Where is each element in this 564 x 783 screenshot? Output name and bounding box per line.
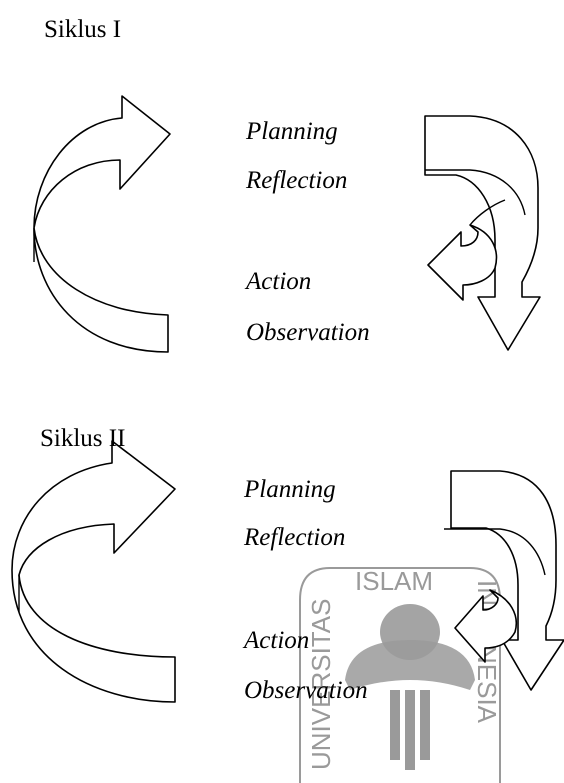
watermark-logo: ISLAM UNIVERSITAS INDONESIA	[299, 566, 502, 783]
cycle1-reflection-label: Reflection	[246, 167, 348, 194]
watermark-top-text: ISLAM	[355, 566, 433, 596]
cycle1-planning-label: Planning	[246, 118, 338, 145]
cycle1-title: Siklus I	[44, 16, 122, 43]
watermark-left-text: UNIVERSITAS	[306, 599, 336, 770]
cycle1-cycle-arrows	[424, 115, 541, 351]
cycle2-curved-arrow	[11, 440, 176, 703]
cycle2-reflection-label: Reflection	[244, 524, 346, 551]
cycle2-cycle-arrows	[444, 470, 564, 691]
cycle2-planning-label: Planning	[244, 476, 336, 503]
cycle1-observation-label: Observation	[246, 319, 370, 346]
cycle2-observation-label: Observation	[244, 677, 368, 704]
cycle1-action-label: Action	[246, 268, 312, 295]
cycle1-curved-arrow	[33, 95, 171, 353]
cycle2-title: Siklus II	[40, 425, 126, 452]
cycle2-action-label: Action	[244, 627, 310, 654]
